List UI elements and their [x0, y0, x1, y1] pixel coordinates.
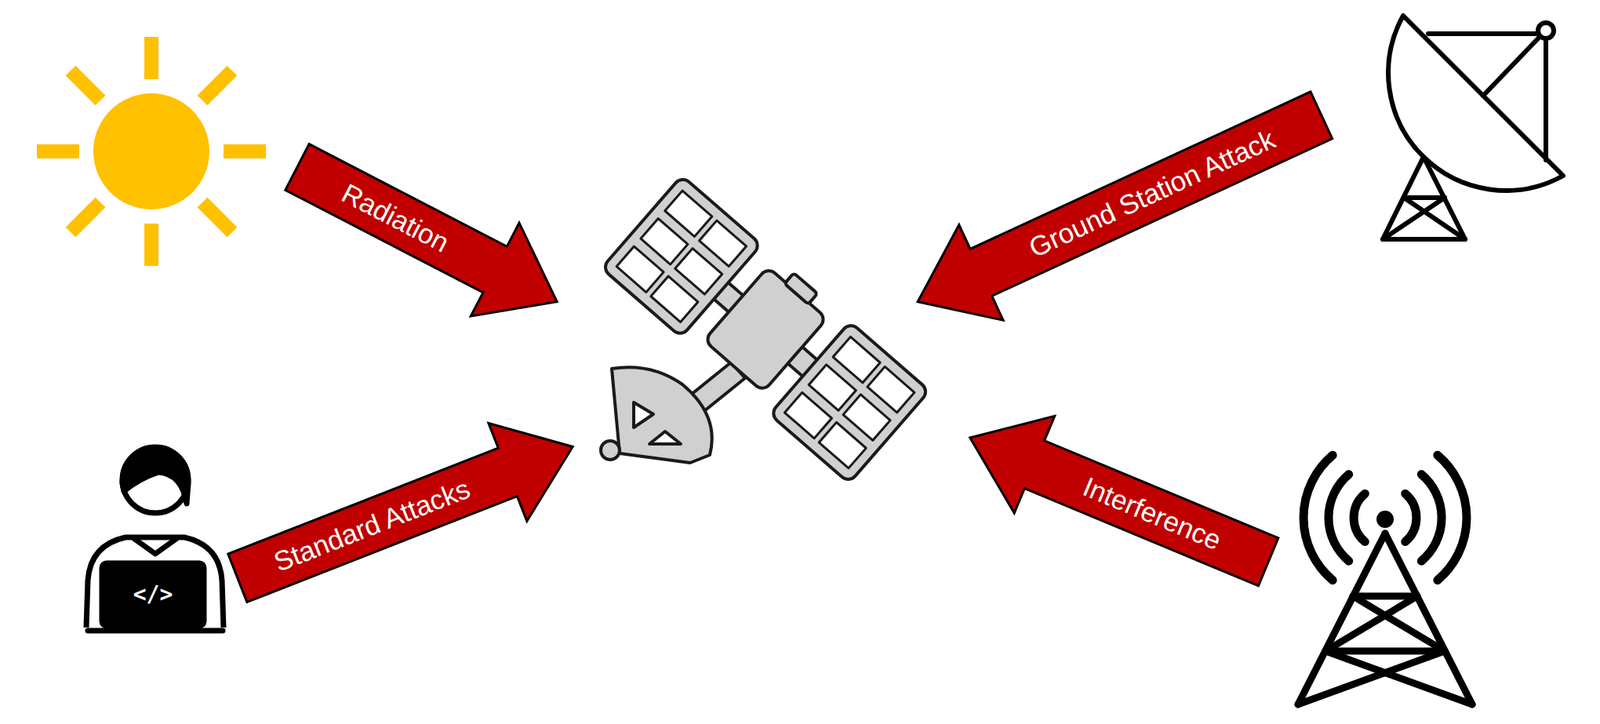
desk-line — [87, 628, 223, 634]
radio-waves — [1303, 454, 1467, 580]
arrow-body — [218, 397, 592, 627]
satellite-body — [704, 266, 828, 392]
arrow-body — [272, 120, 582, 349]
dish-mark — [649, 431, 681, 444]
laptop-code-label: </> — [101, 563, 204, 626]
attack-arrow: Radiation — [270, 117, 585, 352]
satellite-dish — [611, 367, 713, 463]
arrow-label: Ground Station Attack — [1024, 123, 1280, 264]
dish-bowl — [1388, 15, 1564, 191]
feed-horn — [1538, 22, 1554, 39]
dish-knob — [600, 440, 620, 460]
ground-station-icon — [1382, 15, 1564, 240]
radio-tower-icon — [1298, 454, 1473, 705]
tower-tip — [1376, 510, 1394, 528]
sun-disc — [93, 93, 210, 210]
sun-rays — [36, 36, 266, 266]
satellite-icon — [600, 175, 930, 484]
sun-icon — [36, 36, 266, 266]
body-bump — [784, 272, 818, 305]
code-symbol: </> — [133, 583, 174, 606]
satellite-bus — [601, 175, 930, 484]
dish-mark — [633, 402, 654, 428]
person-head — [122, 447, 189, 513]
person-body — [86, 537, 224, 628]
arrow-body — [949, 389, 1289, 611]
person-collar — [133, 538, 178, 554]
attacker-icon — [86, 447, 224, 631]
dish-feed — [1428, 33, 1546, 160]
laptop — [101, 563, 204, 626]
attack-arrow: Ground Station Attack — [892, 64, 1346, 353]
solar-cells — [616, 190, 915, 469]
attack-arrow: Interference — [946, 385, 1291, 614]
attack-arrow: Standard Attacks — [215, 394, 595, 630]
arrow-body — [895, 67, 1344, 350]
person-hair — [122, 450, 189, 504]
tower-lattice — [1298, 533, 1473, 705]
